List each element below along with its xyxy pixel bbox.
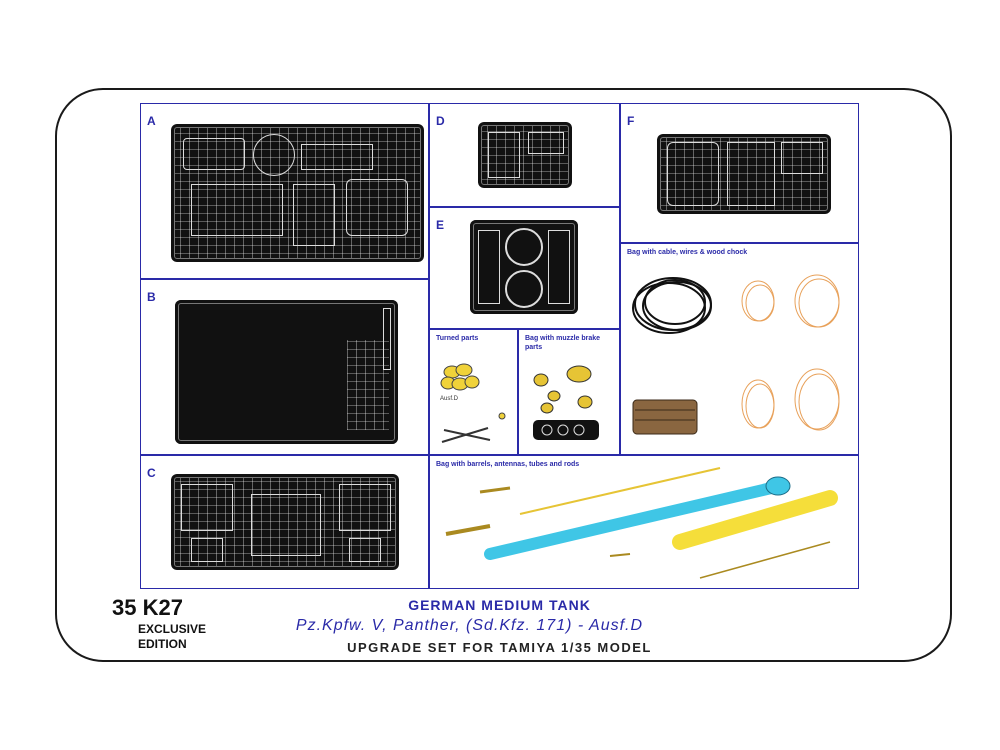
barrels-antennas-art (445, 467, 838, 579)
fret-d-part (528, 132, 564, 154)
product-code: 35 K27 (112, 595, 183, 620)
panel-label-c: C (147, 466, 156, 480)
fret-f (657, 134, 831, 214)
fret-c-part (181, 484, 233, 531)
fret-a-part (253, 134, 295, 176)
fret-a-part (301, 144, 373, 170)
fret-d (478, 122, 572, 188)
panel-label-a: A (147, 114, 156, 128)
fret-b-strip (347, 340, 389, 430)
fret-a (171, 124, 424, 262)
fret-a-part (183, 138, 245, 170)
fret-f-part (667, 142, 719, 206)
panel-e: E (429, 207, 620, 329)
fret-a-part (191, 184, 283, 236)
panel-label-e: E (436, 218, 445, 232)
fret-e-part (478, 230, 500, 304)
panel-c: C (140, 455, 429, 589)
fret-f-part (727, 142, 775, 206)
fret-c-part (191, 538, 223, 562)
edition-label: EXCLUSIVE EDITION (138, 622, 206, 652)
panel-b: B (140, 279, 429, 455)
panel-muzzle-brake: Bag with muzzle brake parts (518, 329, 620, 455)
product-title: GERMAN MEDIUM TANK (408, 597, 591, 613)
panel-f: F (620, 103, 859, 243)
bag-label-barrels-antennas: Bag with barrels, antennas, tubes and ro… (436, 461, 580, 468)
fret-e (470, 220, 578, 314)
fret-e-ring (505, 228, 543, 266)
parts-sheet: A B C D (140, 103, 859, 589)
fret-a-part (293, 184, 335, 246)
cable-wires-art (632, 274, 840, 435)
bag-label-muzzle-brake: Bag with muzzle brake parts (525, 335, 601, 351)
edition-line-1: EXCLUSIVE (138, 622, 207, 636)
product-subtitle: Pz.Kpfw. V, Panther, (Sd.Kfz. 171) - Aus… (295, 617, 644, 634)
edition-line-2: EDITION (138, 637, 187, 651)
fret-c-part (251, 494, 321, 556)
panel-cable-wires: Bag with cable, wires & wood chock (620, 243, 859, 455)
turned-parts-art (440, 363, 506, 443)
fret-b (175, 300, 398, 444)
bag-label-cable-wires: Bag with cable, wires & wood chock (627, 249, 748, 256)
muzzle-brake-art (533, 365, 599, 440)
fret-a-part (346, 179, 408, 236)
panel-a: A (140, 103, 429, 279)
fret-f-part (781, 142, 823, 174)
upgrade-label: UPGRADE SET FOR TAMIYA 1/35 MODEL (347, 640, 652, 655)
fret-c-part (349, 538, 381, 562)
bag-label-turned-parts: Turned parts (436, 335, 479, 342)
panel-label-b: B (147, 290, 156, 304)
panel-turned-parts: Turned parts Ausf.D (429, 329, 518, 455)
panel-label-d: D (436, 114, 445, 128)
panel-label-f: F (627, 114, 635, 128)
panel-barrels-antennas: Bag with barrels, antennas, tubes and ro… (429, 455, 859, 589)
fret-d-part (488, 132, 520, 178)
fret-e-ring (505, 270, 543, 308)
fret-c (171, 474, 399, 570)
fret-b-strip (383, 308, 391, 370)
fret-c-part (339, 484, 391, 531)
fret-e-part (548, 230, 570, 304)
caption-ausd: Ausf.D (440, 396, 459, 402)
panel-d: D (429, 103, 620, 207)
